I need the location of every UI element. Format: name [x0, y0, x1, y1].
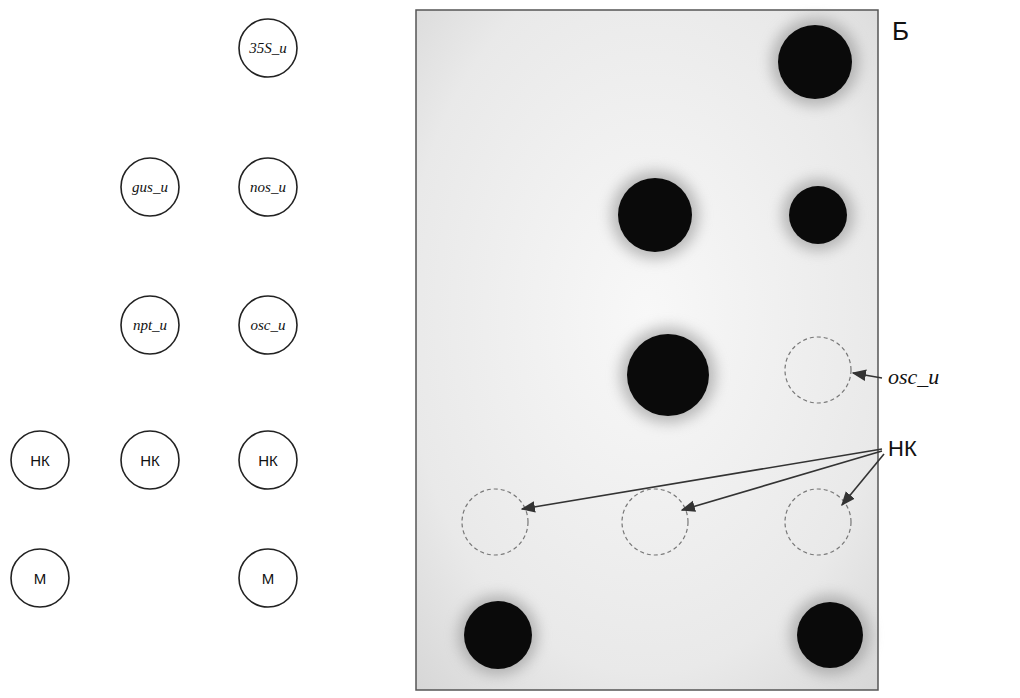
sample-circle: osc_и	[238, 295, 298, 355]
sample-circle: 35S_и	[238, 18, 298, 78]
sample-circle: npt_и	[120, 295, 180, 355]
signal-halos	[458, 18, 870, 675]
control-label: НК	[888, 438, 917, 460]
empty-spots	[462, 337, 851, 555]
sample-label: М	[34, 571, 47, 586]
sample-circle: НК	[10, 430, 70, 490]
sample-circle: nos_и	[238, 157, 298, 217]
sample-circle: НК	[120, 430, 180, 490]
sample-label: М	[262, 571, 275, 586]
gene-label: osc_и	[251, 318, 286, 333]
sample-circle: М	[238, 548, 298, 608]
panel-letter: Б	[892, 18, 909, 44]
sample-label: НК	[258, 453, 278, 468]
signal-dots	[464, 25, 863, 669]
sample-circle: НК	[238, 430, 298, 490]
gene-label: nos_и	[250, 180, 286, 195]
membrane-panel	[416, 10, 878, 690]
leader-arrows	[522, 373, 884, 510]
gene-label: gus_и	[132, 180, 168, 195]
sample-label: НК	[140, 453, 160, 468]
gene-label: 35S_и	[249, 41, 287, 56]
spot-label: osc_и	[888, 366, 939, 388]
sample-circle: М	[10, 548, 70, 608]
sample-label: НК	[30, 453, 50, 468]
sample-circle: gus_и	[120, 157, 180, 217]
gene-label: npt_и	[133, 318, 167, 333]
